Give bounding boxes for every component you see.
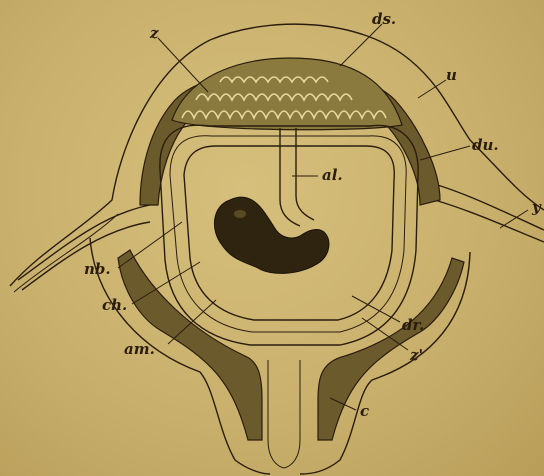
cervical-canal-left (268, 360, 284, 468)
label-u: u (446, 66, 457, 84)
uterus-outer-outline-2 (14, 214, 118, 292)
label-am: am. (124, 340, 155, 358)
cervix-right-wall (318, 258, 464, 440)
chorion-ring-outer (160, 125, 418, 345)
allantois-stalk (280, 128, 300, 226)
right-horn-lower (420, 196, 544, 242)
allantois-stalk-2 (296, 128, 314, 220)
embryo-eye (234, 210, 246, 218)
label-c: c (360, 402, 369, 420)
label-dr: dr. (402, 316, 424, 334)
label-z-prime: z' (409, 346, 423, 364)
label-ch: ch. (102, 296, 127, 314)
embryo (214, 197, 329, 273)
cervical-canal-right (284, 360, 300, 468)
label-ds: ds. (372, 10, 396, 28)
label-al: al. (322, 166, 343, 184)
label-z: z (149, 24, 159, 42)
label-du: du. (472, 136, 499, 154)
label-nb: nb. (84, 260, 111, 278)
label-y: y (531, 198, 542, 216)
